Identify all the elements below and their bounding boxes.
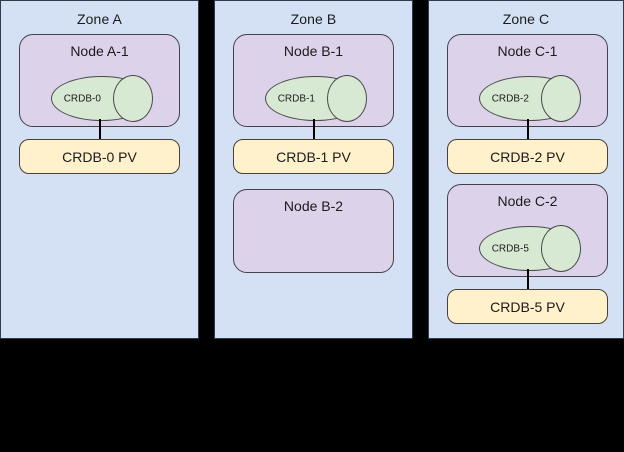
cylinder-cap-icon bbox=[540, 225, 581, 272]
zone-title-a: Zone A bbox=[77, 11, 122, 27]
connector-node-a-1-to-pv bbox=[99, 119, 101, 141]
pv-label-crdb-1-pv: CRDB-1 PV bbox=[276, 148, 351, 165]
connector-node-c-2-to-pv bbox=[527, 269, 529, 291]
database-cylinder-crdb-0[interactable]: CRDB-0 bbox=[51, 75, 153, 122]
node-title-c-1: Node C-1 bbox=[497, 43, 558, 59]
pv-box-crdb-2-pv[interactable]: CRDB-2 PV bbox=[447, 139, 608, 174]
database-cylinder-crdb-2[interactable]: CRDB-2 bbox=[479, 75, 581, 122]
connector-node-b-1-to-pv bbox=[313, 119, 315, 141]
database-label-crdb-0: CRDB-0 bbox=[63, 93, 101, 104]
pv-box-crdb-1-pv[interactable]: CRDB-1 PV bbox=[233, 139, 394, 174]
database-cylinder-crdb-5[interactable]: CRDB-5 bbox=[479, 225, 581, 272]
database-label-crdb-2: CRDB-2 bbox=[491, 93, 529, 104]
node-title-b-2: Node B-2 bbox=[283, 198, 344, 214]
pv-box-crdb-0-pv[interactable]: CRDB-0 PV bbox=[19, 139, 180, 174]
connector-node-c-1-to-pv bbox=[527, 119, 529, 141]
node-box-a-1[interactable]: Node A-1 CRDB-0 bbox=[19, 34, 180, 127]
node-box-c-2[interactable]: Node C-2 CRDB-5 bbox=[447, 184, 608, 277]
zone-container-c[interactable]: Zone C Node C-1 CRDB-2 CRDB-2 PV Node C-… bbox=[428, 0, 624, 339]
node-box-b-2[interactable]: Node B-2 bbox=[233, 189, 394, 273]
node-box-b-1[interactable]: Node B-1 CRDB-1 bbox=[233, 34, 394, 127]
database-cylinder-crdb-1[interactable]: CRDB-1 bbox=[265, 75, 367, 122]
pv-label-crdb-5-pv: CRDB-5 PV bbox=[490, 298, 565, 315]
node-title-a-1: Node A-1 bbox=[70, 43, 129, 59]
cylinder-cap-icon bbox=[540, 75, 581, 122]
cylinder-cap-icon bbox=[112, 75, 153, 122]
pv-label-crdb-2-pv: CRDB-2 PV bbox=[490, 148, 565, 165]
cylinder-cap-icon bbox=[326, 75, 367, 122]
node-title-b-1: Node B-1 bbox=[283, 43, 344, 59]
node-box-c-1[interactable]: Node C-1 CRDB-2 bbox=[447, 34, 608, 127]
pv-box-crdb-5-pv[interactable]: CRDB-5 PV bbox=[447, 289, 608, 324]
zone-container-b[interactable]: Zone B Node B-1 CRDB-1 CRDB-1 PV Node B-… bbox=[214, 0, 413, 339]
pv-label-crdb-0-pv: CRDB-0 PV bbox=[62, 148, 137, 165]
zone-container-a[interactable]: Zone A Node A-1 CRDB-0 CRDB-0 PV bbox=[0, 0, 199, 339]
database-label-crdb-5: CRDB-5 bbox=[491, 243, 529, 254]
node-title-c-2: Node C-2 bbox=[497, 193, 558, 209]
zone-title-c: Zone C bbox=[502, 11, 550, 27]
database-label-crdb-1: CRDB-1 bbox=[277, 93, 315, 104]
zone-title-b: Zone B bbox=[290, 11, 337, 27]
